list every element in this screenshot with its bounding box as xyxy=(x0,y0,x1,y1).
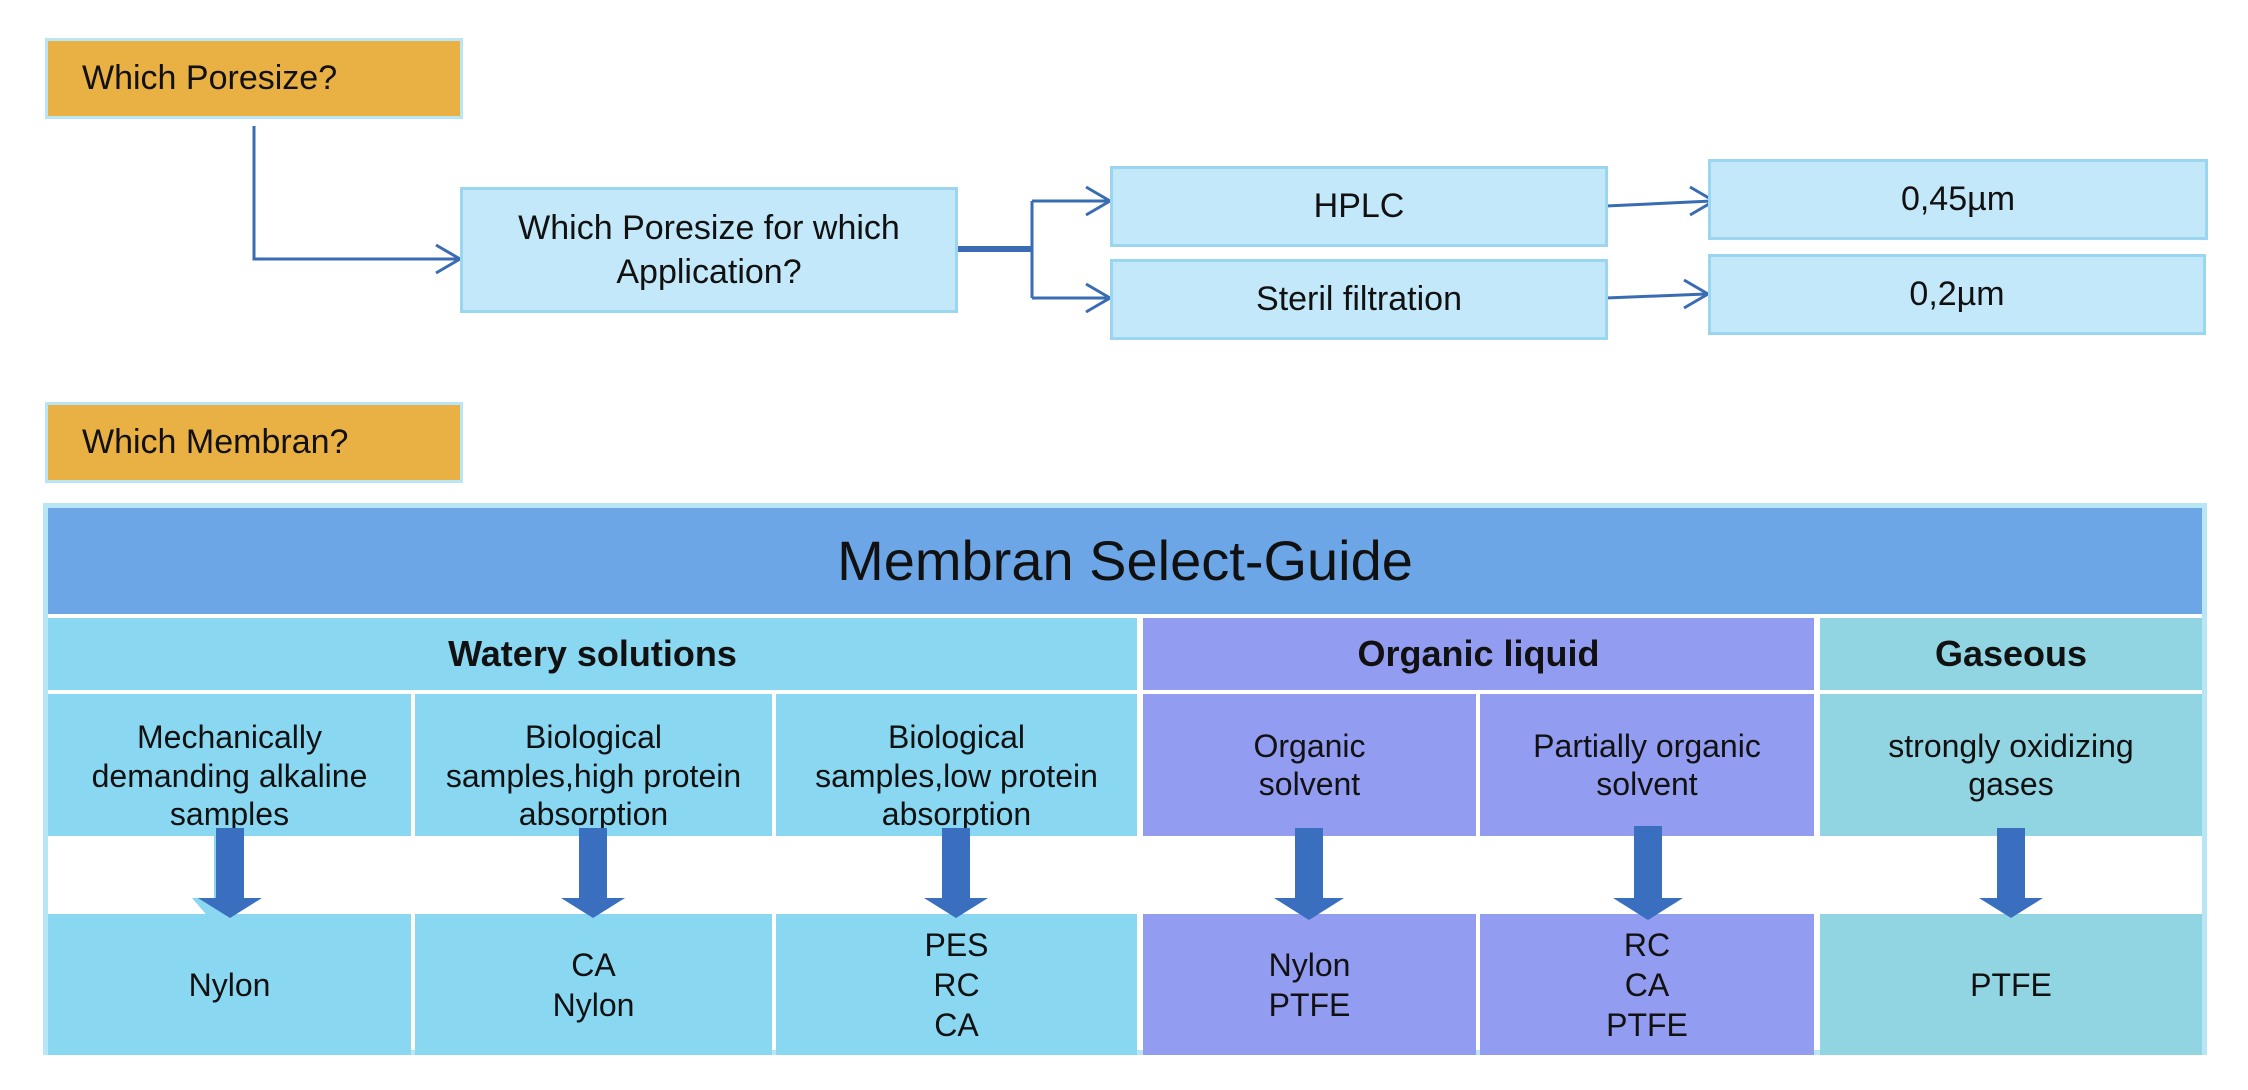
condition-label: Biological samples,high protein absorpti… xyxy=(415,694,772,836)
down-arrow-icon xyxy=(1613,826,1683,920)
connector-steril-to-02 xyxy=(1605,292,1707,300)
condition-label: Partially organic solvent xyxy=(1480,694,1814,836)
condition-label: strongly oxidizing gases xyxy=(1820,694,2202,836)
condition-label: Organic solvent xyxy=(1143,694,1476,836)
application-steril: Steril filtration xyxy=(1110,259,1608,340)
connector-heading-to-question xyxy=(252,126,458,261)
membrane-result: Nylon PTFE xyxy=(1143,914,1476,1055)
membrane-heading: Which Membran? xyxy=(45,402,463,483)
poresize-steril: 0,2µm xyxy=(1708,254,2206,335)
membrane-result: Nylon xyxy=(48,914,411,1055)
guide-title: Membran Select-Guide xyxy=(48,508,2202,614)
down-arrow-icon xyxy=(1979,828,2043,918)
membrane-result: PES RC CA xyxy=(776,914,1137,1055)
category-gaseous: Gaseous xyxy=(1820,618,2202,690)
condition-label: Biological samples,low protein absorptio… xyxy=(776,694,1137,836)
down-arrow-icon xyxy=(192,826,262,920)
down-arrow-icon xyxy=(561,828,625,918)
poresize-heading: Which Poresize? xyxy=(45,38,463,119)
down-arrow-icon xyxy=(924,828,988,918)
membrane-result: RC CA PTFE xyxy=(1480,914,1814,1055)
poresize-question-box: Which Poresize for which Application? xyxy=(460,187,958,313)
category-organic: Organic liquid xyxy=(1143,618,1814,690)
condition-label: Mechanically demanding alkaline samples xyxy=(48,694,411,836)
connector-hplc-to-045 xyxy=(1605,199,1713,208)
category-watery: Watery solutions xyxy=(48,618,1137,690)
membrane-result: PTFE xyxy=(1820,914,2202,1055)
membrane-select-guide: Membran Select-Guide Watery solutions Or… xyxy=(43,503,2207,1055)
poresize-hplc: 0,45µm xyxy=(1708,159,2208,240)
application-hplc: HPLC xyxy=(1110,166,1608,247)
membrane-result: CA Nylon xyxy=(415,914,772,1055)
down-arrows xyxy=(192,826,2043,920)
down-arrow-icon xyxy=(1274,828,1344,920)
